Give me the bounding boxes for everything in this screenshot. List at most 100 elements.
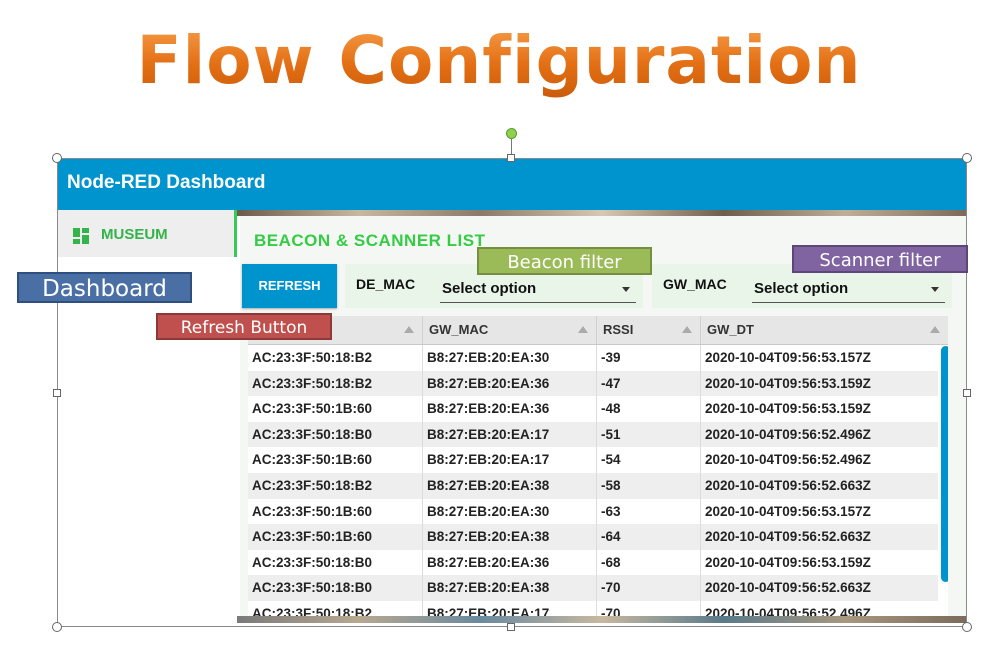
sidebar-item-label: MUSEUM [101, 226, 168, 243]
table-cell: -68 [597, 549, 701, 576]
table-header: GW_MAC RSSI GW_DT [248, 316, 948, 345]
table-cell: AC:23:3F:50:18:B0 [248, 549, 423, 576]
table-cell: 2020-10-04T09:56:53.157Z [705, 503, 871, 519]
header-background-strip [237, 210, 967, 216]
sort-arrow-icon [578, 326, 588, 333]
column-header-de-mac[interactable] [248, 316, 423, 344]
table-cell: B8:27:EB:20:EA:36 [423, 396, 597, 422]
table-cell: -63 [597, 498, 701, 525]
column-header-gw-mac[interactable]: GW_MAC [423, 316, 597, 344]
resize-handle-bottom[interactable] [507, 623, 515, 631]
column-header-rssi[interactable]: RSSI [597, 316, 701, 344]
table-cell: AC:23:3F:50:18:B2 [248, 370, 423, 397]
table-cell: B8:27:EB:20:EA:38 [423, 524, 597, 550]
table-cell: 2020-10-04T09:56:52.496Z [705, 426, 871, 442]
gw-mac-select[interactable]: Select option [752, 276, 945, 303]
resize-handle-top-left[interactable] [52, 153, 62, 163]
table-cell: AC:23:3F:50:18:B0 [248, 421, 423, 448]
table-cell: B8:27:EB:20:EA:38 [423, 575, 597, 601]
table-cell: -39 [597, 345, 701, 371]
annotation-beacon-filter: Beacon filter [477, 247, 652, 275]
table-cell: 2020-10-04T09:56:53.157Z [705, 350, 871, 365]
table-cell: -70 [597, 575, 701, 601]
table-cell: -64 [597, 524, 701, 550]
resize-handle-right[interactable] [963, 389, 971, 397]
table-cell: AC:23:3F:50:18:B2 [248, 600, 423, 616]
resize-handle-bottom-left[interactable] [52, 622, 62, 632]
resize-handle-left[interactable] [53, 389, 61, 397]
dashboard-header: Node-RED Dashboard [57, 158, 967, 210]
dashboard-title: Node-RED Dashboard [67, 172, 266, 193]
gw-mac-label: GW_MAC [663, 276, 727, 292]
table-cell: B8:27:EB:20:EA:30 [423, 498, 597, 525]
table-cell: AC:23:3F:50:1B:60 [248, 498, 423, 525]
de-mac-value: Select option [442, 280, 537, 297]
resize-handle-top-right[interactable] [962, 153, 972, 163]
chevron-down-icon [931, 287, 939, 292]
column-header-gw-dt[interactable]: GW_DT [701, 316, 948, 344]
slide-title: Flow Configuration [0, 22, 998, 99]
sort-arrow-icon [682, 326, 692, 333]
sort-arrow-icon [930, 326, 940, 333]
rotation-line [511, 137, 512, 158]
table-cell: 2020-10-04T09:56:52.496Z [705, 452, 871, 468]
table-cell: AC:23:3F:50:1B:60 [248, 447, 423, 473]
table-cell: B8:27:EB:20:EA:36 [423, 549, 597, 576]
table-cell: AC:23:3F:50:18:B2 [248, 345, 423, 371]
annotation-dashboard: Dashboard [17, 272, 192, 303]
table-cell: -70 [597, 600, 701, 616]
table-cell: 2020-10-04T09:56:52.663Z [705, 477, 871, 493]
table-cell: B8:27:EB:20:EA:17 [423, 421, 597, 448]
table-cell: 2020-10-04T09:56:53.159Z [705, 554, 871, 570]
group-title: BEACON & SCANNER LIST [254, 231, 486, 250]
table-cell: 2020-10-04T09:56:52.663Z [705, 580, 871, 596]
sidebar-item-museum[interactable]: MUSEUM [57, 210, 237, 257]
main-content: BEACON & SCANNER LIST REFRESH DE_MAC Sel… [240, 216, 967, 616]
selection-frame [57, 158, 967, 627]
table-cell: B8:27:EB:20:EA:17 [423, 600, 597, 616]
table-cell: B8:27:EB:20:EA:17 [423, 447, 597, 473]
dashboard-grid-icon [73, 228, 89, 244]
table-cell: B8:27:EB:20:EA:38 [423, 472, 597, 499]
table-cell: 2020-10-04T09:56:53.159Z [705, 375, 871, 391]
table-cell: 2020-10-04T09:56:52.663Z [705, 529, 871, 545]
footer-background-strip [237, 616, 967, 623]
table-cell: AC:23:3F:50:1B:60 [248, 396, 423, 422]
chevron-down-icon [622, 287, 630, 292]
sort-arrow-icon [404, 326, 414, 333]
resize-handle-bottom-right[interactable] [962, 622, 972, 632]
table-cell: AC:23:3F:50:18:B2 [248, 472, 423, 499]
refresh-button[interactable]: REFRESH [242, 264, 337, 308]
gw-mac-value: Select option [754, 280, 849, 297]
de-mac-label: DE_MAC [356, 276, 416, 292]
table-cell: AC:23:3F:50:1B:60 [248, 524, 423, 550]
resize-handle-top[interactable] [507, 154, 515, 162]
table-cell: AC:23:3F:50:18:B0 [248, 575, 423, 601]
table-cell: -54 [597, 447, 701, 473]
table-cell: -47 [597, 370, 701, 397]
table-scrollbar[interactable] [941, 346, 948, 582]
table-cell: B8:27:EB:20:EA:36 [423, 370, 597, 397]
table-cell: 2020-10-04T09:56:53.159Z [705, 401, 871, 417]
table-cell: -58 [597, 472, 701, 499]
de-mac-select[interactable]: Select option [440, 276, 636, 303]
rotation-handle[interactable] [506, 128, 517, 139]
table-cell: -51 [597, 421, 701, 448]
table-cell: -48 [597, 396, 701, 422]
annotation-scanner-filter: Scanner filter [792, 245, 968, 273]
table-cell: B8:27:EB:20:EA:30 [423, 345, 597, 371]
dashboard-screenshot: Node-RED Dashboard MUSEUM BEACON & SCANN… [57, 158, 967, 623]
